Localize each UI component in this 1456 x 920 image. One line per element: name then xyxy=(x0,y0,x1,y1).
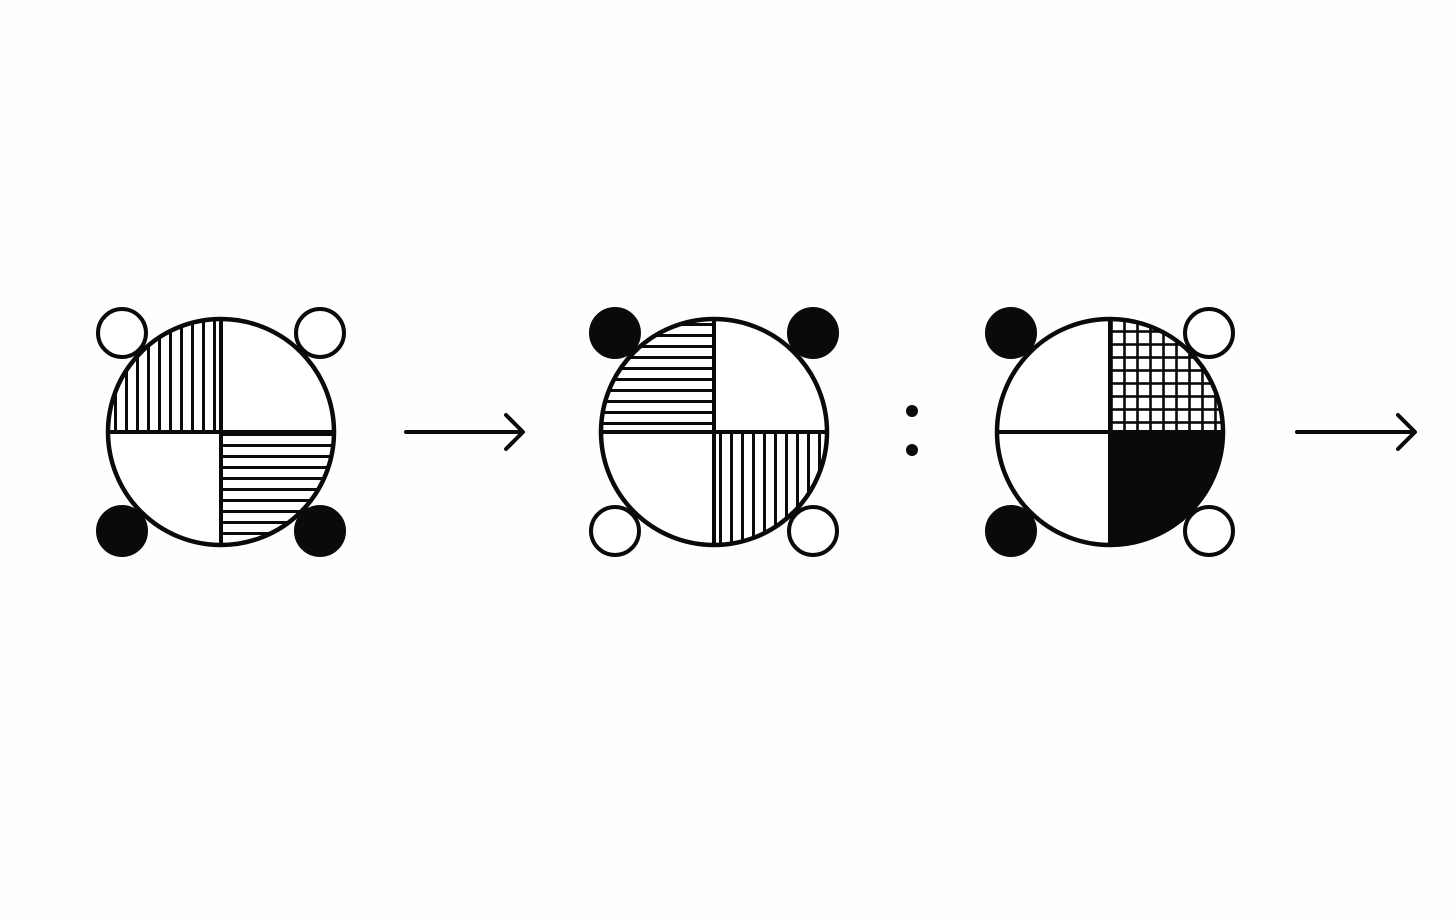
figure-2 xyxy=(589,307,839,557)
figure-3-quadrant-bottom-left-blank xyxy=(997,432,1110,545)
figure-3 xyxy=(985,307,1235,557)
figure-3-dot-top-left-filled xyxy=(985,307,1037,359)
figure-1-dot-top-right-hollow xyxy=(294,307,346,359)
figure-1-dot-top-left-hollow xyxy=(96,307,148,359)
figure-3-quadrant-bottom-right-solid xyxy=(1110,432,1223,545)
arrow-2-head xyxy=(1396,413,1417,451)
figure-2-dot-top-right-filled xyxy=(787,307,839,359)
figure-1-dot-bottom-right-filled xyxy=(294,505,346,557)
figure-1-quadrant-top-left-vertical-stripes xyxy=(108,319,221,432)
figure-2-dot-top-left-filled xyxy=(589,307,641,359)
figure-2-quadrant-top-left-horizontal-stripes xyxy=(601,319,714,432)
figure-1-dot-bottom-left-filled xyxy=(96,505,148,557)
figure-2-quadrant-bottom-right-vertical-stripes xyxy=(714,432,827,545)
figure-1-outline xyxy=(105,316,337,548)
arrow-1-head xyxy=(504,413,525,451)
colon-dot-bottom xyxy=(906,444,918,456)
analogy-colon xyxy=(906,405,918,456)
figure-3-outline xyxy=(994,316,1226,548)
figure-1 xyxy=(96,307,346,557)
figure-2-outline xyxy=(598,316,830,548)
arrow-2 xyxy=(1295,413,1417,451)
figure-3-dot-bottom-left-filled xyxy=(985,505,1037,557)
figure-1-quadrant-bottom-right-horizontal-stripes xyxy=(221,432,334,545)
figure-1-quadrant-bottom-left-blank xyxy=(108,432,221,545)
figure-2-quadrant-bottom-left-blank xyxy=(601,432,714,545)
figure-3-quadrant-top-left-blank xyxy=(997,319,1110,432)
figure-1-quadrant-top-right-blank xyxy=(221,319,334,432)
figure-3-dot-bottom-right-hollow xyxy=(1183,505,1235,557)
arrow-1 xyxy=(404,413,525,451)
colon-dot-top xyxy=(906,405,918,417)
figure-2-quadrant-top-right-blank xyxy=(714,319,827,432)
figure-2-dot-bottom-right-hollow xyxy=(787,505,839,557)
figure-3-dot-top-right-hollow xyxy=(1183,307,1235,359)
figure-2-dot-bottom-left-hollow xyxy=(589,505,641,557)
figure-3-quadrant-top-right-grid xyxy=(1110,319,1223,432)
